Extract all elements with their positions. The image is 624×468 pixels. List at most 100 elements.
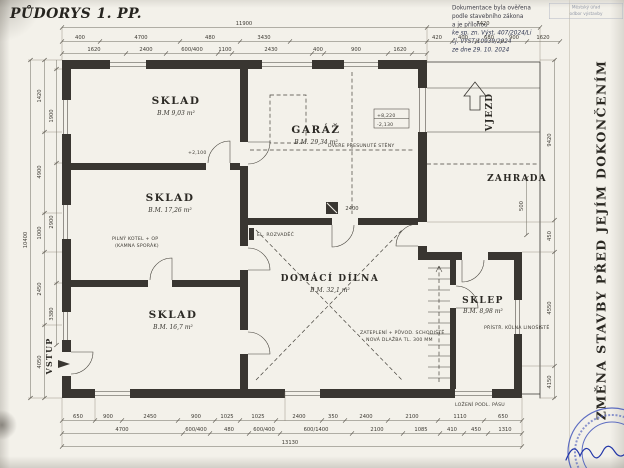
approval-line: čj. VYST/10939/2024 xyxy=(452,37,512,45)
dimension-label: 1110 xyxy=(453,414,466,420)
annotation-label: LOŽENÍ PODL. PÁSU xyxy=(455,400,505,408)
dimension-label: 450 xyxy=(471,427,481,433)
dimension-label: 1900 xyxy=(49,109,55,122)
dimension-label: 1100 xyxy=(218,47,231,53)
level-values-box xyxy=(373,108,410,129)
annotation-label: ZATEPLENÍ + PŮVOD. SCHODIŠTĚ xyxy=(360,328,445,336)
annotation-label: PŘÍSTŘ. KŮLNA LINOŠISTĚ xyxy=(484,323,550,331)
room-label-sklep: SKLEP xyxy=(462,296,504,306)
annotation-label: PILNÝ KOTEL + OP xyxy=(112,235,158,242)
room-label-garaz: GARÁŽ xyxy=(291,122,340,136)
dimension-label: 7420 xyxy=(476,21,489,27)
site-boundary-lines xyxy=(426,61,541,399)
room-area-sklad-2: B.M. 17,26 m² xyxy=(147,207,192,214)
dimension-label: 2450 xyxy=(143,414,156,420)
annotation-label: DVEŘE PŘESUNUTÉ STĚNY xyxy=(328,141,394,149)
dimension-label: 450 xyxy=(547,231,553,241)
dimension-label: 900 xyxy=(509,35,519,41)
approval-line: ze dne 29. 10. 2024 xyxy=(452,45,510,53)
dimension-label: 600/400 xyxy=(253,427,275,433)
room-label-sklad-1: SKLAD xyxy=(152,95,201,107)
garden-label: ZAHRADA xyxy=(487,174,547,184)
room-area-sklep: B.M. 8,98 m² xyxy=(462,308,503,315)
dimension-label: 900 xyxy=(103,414,113,420)
paper-crease xyxy=(569,0,570,468)
dimension-label: 400 xyxy=(458,35,468,41)
dimension-label: 1085 xyxy=(414,427,427,433)
dimension-label: 4900 xyxy=(37,165,43,178)
dimension-label: 2400 xyxy=(292,414,305,420)
dimension-label: 11900 xyxy=(236,21,253,27)
dimension-label: 4700 xyxy=(134,35,147,41)
chimney-flue-mark xyxy=(326,202,338,214)
office-stamp-line: odbor výstavby xyxy=(569,11,603,17)
annotation-label: (KAMNA SPORÁK) xyxy=(115,242,159,249)
approval-line: podle stavebního zákona xyxy=(452,12,524,20)
dimension-label: 13130 xyxy=(282,440,299,446)
entrance-arrow xyxy=(58,360,70,368)
dimension-label: 2400 xyxy=(359,414,372,420)
approval-line: ke sp. zn. Výst. 407/2024/Li xyxy=(452,29,532,37)
dimension-label: 1620 xyxy=(87,47,100,53)
dimension-label: 9420 xyxy=(547,133,553,146)
electric-panel xyxy=(249,228,254,240)
room-area-dilna: B.M. 32,1 m² xyxy=(309,287,350,294)
dimension-label: 680 xyxy=(484,35,494,41)
dimension-label: 4050 xyxy=(37,355,43,368)
entrance-label: VSTUP xyxy=(44,338,54,376)
dashed-construction-lines xyxy=(250,72,538,381)
annotation-label: EL. ROZVADĚČ xyxy=(257,230,295,238)
dimension-label: 900 xyxy=(351,47,361,53)
annotation-label: +2,100 xyxy=(188,150,207,156)
window-openings xyxy=(63,62,520,396)
round-stamp xyxy=(567,407,624,468)
dimension-label: 1000 xyxy=(37,226,43,239)
dimension-label: 400 xyxy=(75,35,85,41)
dimension-label: 410 xyxy=(447,427,457,433)
dimension-label: 3430 xyxy=(257,35,270,41)
approval-line: a je přílohou xyxy=(452,21,488,28)
dimension-label: 1620 xyxy=(393,47,406,53)
dimension-label: 420 xyxy=(432,35,442,41)
dimension-label: 650 xyxy=(73,414,83,420)
dimension-label: 1025 xyxy=(220,414,233,420)
dimension-lines xyxy=(28,25,563,449)
dimension-label: 600/400 xyxy=(181,47,203,53)
dimension-label: 600/400 xyxy=(185,427,207,433)
dimension-label: 480 xyxy=(205,35,215,41)
room-area-sklad-3: B.M. 16,7 m² xyxy=(152,324,193,331)
drawing-title: PŮDORYS 1. PP. xyxy=(10,6,142,22)
room-label-sklad-3: SKLAD xyxy=(149,309,198,321)
dimension-label: 2400 xyxy=(139,47,152,53)
approval-line: Dokumentace byla ověřena xyxy=(452,4,531,12)
room-area-garaz: B.M. 29,34 m² xyxy=(293,139,338,146)
office-stamp-line: Městský úřad xyxy=(571,5,601,10)
signature xyxy=(565,445,624,461)
dimension-label: 1025 xyxy=(251,414,264,420)
dimension-label: 1620 xyxy=(536,35,549,41)
annotation-label: -2,130 xyxy=(377,122,393,128)
dimension-label: 4700 xyxy=(115,427,128,433)
driveway-arrow xyxy=(463,81,487,111)
staircase xyxy=(428,265,450,382)
annotation-label: +8,220 xyxy=(377,113,396,119)
room-area-sklad-1: B.M 9,03 m² xyxy=(156,110,195,117)
dimension-label: 10400 xyxy=(23,232,29,249)
dimension-label: 2400 xyxy=(345,206,358,212)
dimension-label: 350 xyxy=(328,414,338,420)
dimension-label: 1420 xyxy=(37,89,43,102)
dimension-label: 650 xyxy=(498,414,508,420)
dimension-label: 1310 xyxy=(498,427,511,433)
dimension-label: 500 xyxy=(519,201,525,211)
dimension-label: 2100 xyxy=(405,414,418,420)
dimension-label: 2900 xyxy=(49,215,55,228)
dimension-label: 2100 xyxy=(370,427,383,433)
annotation-label: NOVÁ DLAŽBA TL. 300 MM xyxy=(366,335,433,343)
dimension-label: 2430 xyxy=(264,47,277,53)
dimension-label: 600/1400 xyxy=(304,427,329,433)
dimension-label: 2450 xyxy=(37,282,43,295)
dimension-label: 4150 xyxy=(547,375,553,388)
dimension-label: 900 xyxy=(191,414,201,420)
